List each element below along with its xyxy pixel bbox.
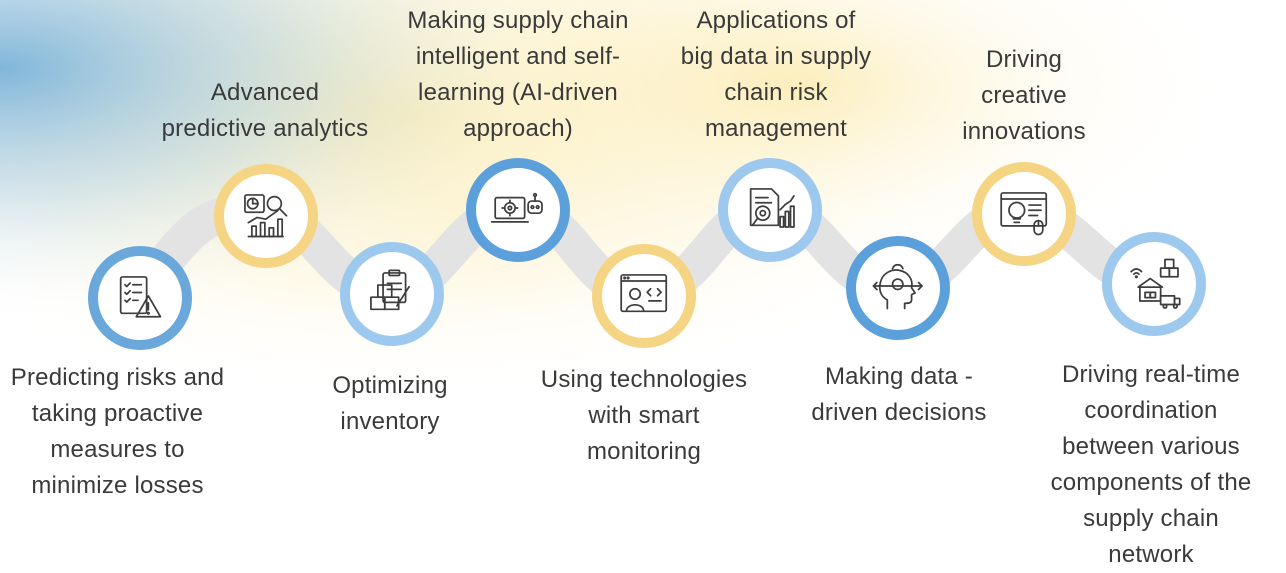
label-smart-monitoring: Using technologies with smart monitoring — [540, 366, 748, 465]
label-predictive-analytics: Advanced predictive analytics — [161, 79, 369, 142]
supply-network-truck-icon — [1130, 258, 1181, 310]
ai-laptop-robot-icon — [491, 193, 544, 223]
node-predictive-analytics — [214, 164, 318, 268]
label-innovations: Driving creative innovations — [962, 46, 1086, 145]
label-inventory: Optimizing inventory — [332, 372, 448, 435]
label-risk-prediction: Predicting risks and taking proactive me… — [10, 364, 225, 499]
inventory-clipboard-icon — [370, 269, 411, 311]
risk-checklist-icon — [120, 276, 162, 318]
smart-monitoring-screen-icon — [620, 274, 668, 313]
node-risk-prediction — [88, 246, 192, 350]
node-innovations — [972, 162, 1076, 266]
node-inventory — [340, 242, 444, 346]
node-ai-driven — [466, 158, 570, 262]
label-data-decisions: Making data - driven decisions — [811, 363, 987, 426]
node-smart-monitoring — [592, 244, 696, 348]
node-data-decisions — [846, 236, 950, 340]
data-decision-head-icon — [872, 264, 924, 310]
label-realtime-coordination: Driving real-time coordination between v… — [1050, 361, 1252, 568]
big-data-report-icon — [750, 188, 796, 229]
node-realtime-coordination — [1102, 232, 1206, 336]
innovation-bulb-icon — [1000, 192, 1048, 236]
predictive-analytics-icon — [244, 194, 288, 238]
label-ai-driven: Making supply chain intelligent and self… — [407, 7, 629, 142]
node-big-data — [718, 158, 822, 262]
label-big-data: Applications of big data in supply chain… — [680, 7, 872, 142]
